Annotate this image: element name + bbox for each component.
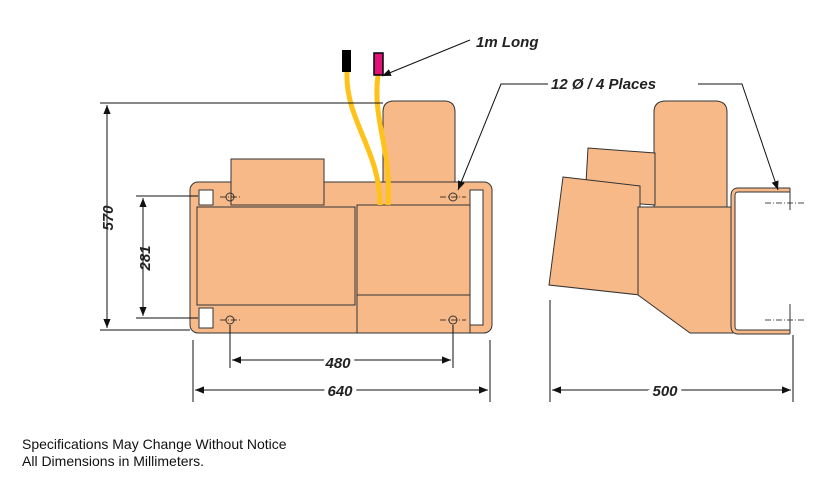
dim-depth-label: 500 bbox=[652, 383, 678, 400]
note-line: All Dimensions in Millimeters. bbox=[22, 453, 205, 469]
dim-mount-height-label: 281 bbox=[137, 245, 154, 271]
front-view bbox=[189, 50, 493, 334]
mount-slot bbox=[469, 189, 484, 326]
right-module bbox=[356, 204, 471, 296]
cable-tip-black bbox=[342, 50, 351, 72]
dimensions: 570 281 480 640 500 1m Long 12 Ø / 4 Pla… bbox=[100, 34, 794, 404]
notes: Specifications May Change Without Notice… bbox=[22, 436, 287, 470]
mount-slot bbox=[198, 189, 214, 206]
mounting-holes bbox=[220, 192, 466, 325]
top-block bbox=[230, 158, 325, 206]
back-panel bbox=[382, 100, 456, 206]
cable-length-callout: 1m Long bbox=[476, 34, 539, 51]
left-module bbox=[196, 206, 356, 306]
cable-tip-magenta bbox=[373, 52, 384, 76]
side-view bbox=[548, 100, 805, 335]
mount-slot bbox=[198, 307, 214, 329]
right-lower-module bbox=[356, 294, 471, 334]
cables bbox=[342, 50, 392, 206]
note-line: Specifications May Change Without Notice bbox=[22, 436, 287, 452]
dim-height-label: 570 bbox=[100, 205, 117, 231]
hole-spec-callout: 12 Ø / 4 Places bbox=[551, 76, 656, 93]
dim-width-label: 640 bbox=[327, 383, 353, 400]
dim-mount-width-label: 480 bbox=[324, 355, 351, 372]
